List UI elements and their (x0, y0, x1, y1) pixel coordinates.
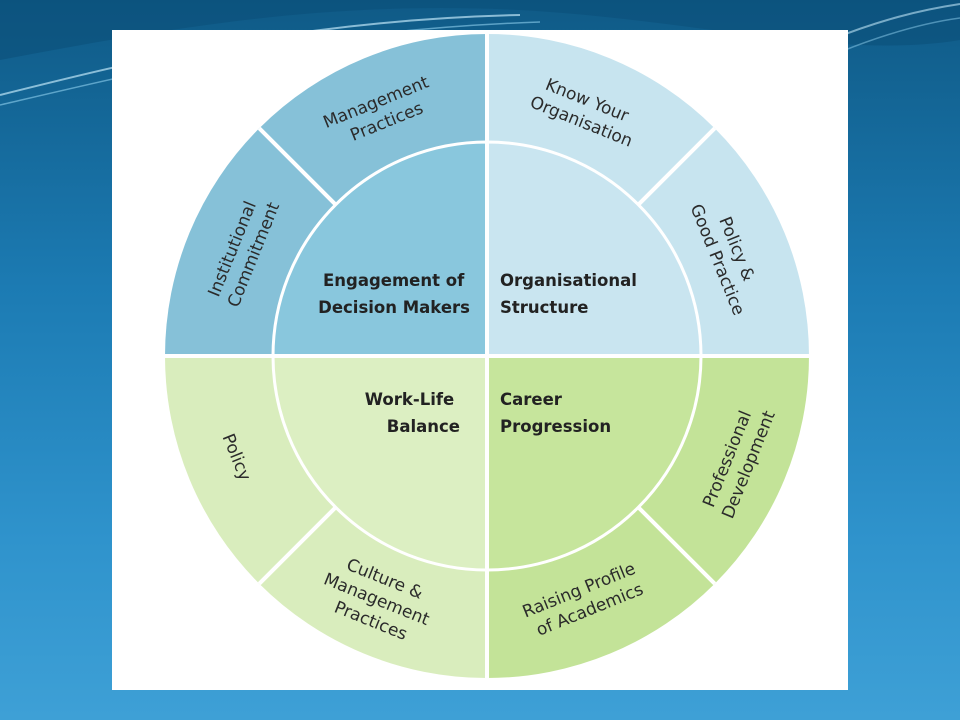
diagram-panel: Engagement of Decision Makers Organisati… (112, 30, 848, 690)
main-dividers (163, 32, 811, 680)
wheel-diagram: Engagement of Decision Makers Organisati… (163, 32, 811, 680)
inner-quadrant-organisational (485, 140, 703, 358)
inner-quadrant-career (485, 354, 703, 572)
label-work-life-balance: Work-Life Balance (365, 390, 460, 436)
label-career-progression: Career Progression (500, 390, 611, 436)
label-engagement-of-decision-makers: Engagement of Decision Makers (318, 271, 470, 317)
inner-quadrant-engagement (271, 140, 489, 358)
inner-quadrant-worklife (271, 354, 489, 572)
label-organisational-structure: Organisational Structure (500, 271, 643, 317)
